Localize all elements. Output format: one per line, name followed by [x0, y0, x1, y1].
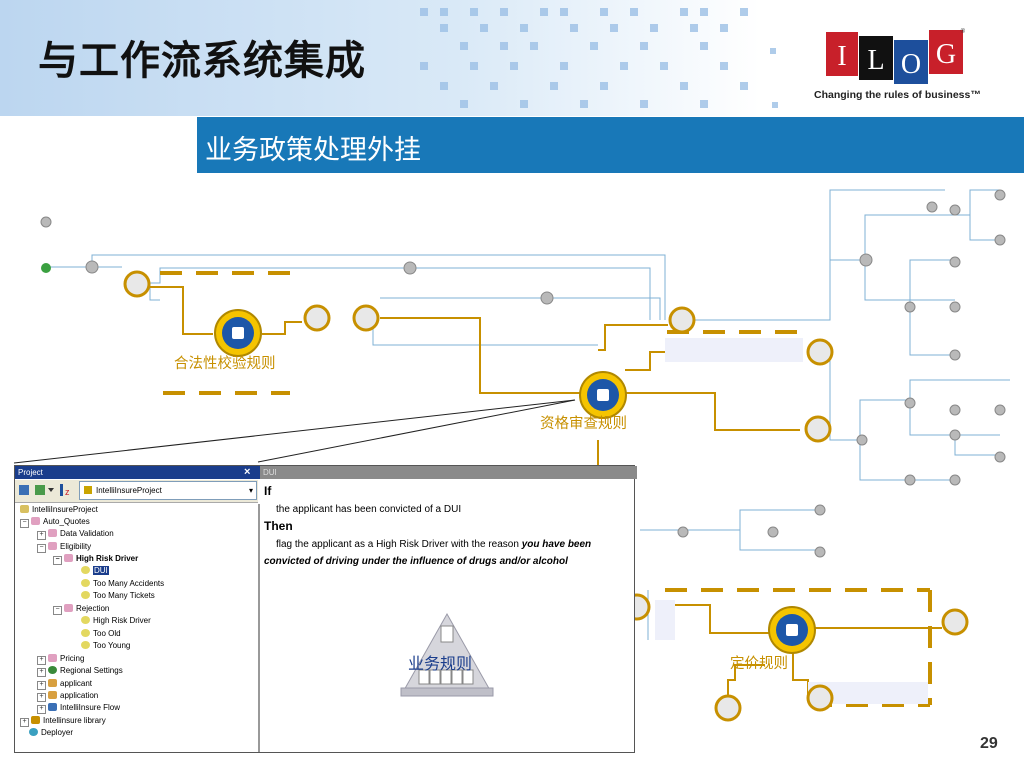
subtitle-bar — [197, 117, 1024, 173]
logo-tagline: Changing the rules of business™ — [814, 89, 981, 101]
logo-letter-g: G — [936, 39, 956, 70]
svg-text:z: z — [65, 487, 70, 497]
deployer-icon — [29, 728, 38, 736]
rule-editor-body[interactable]: If the applicant has been convicted of a… — [264, 484, 632, 570]
slide-title: 与工作流系统集成 — [38, 38, 366, 84]
validation-rules-label: 合法性校验规则 — [174, 355, 276, 372]
tree-item[interactable]: High Risk Driver — [81, 615, 151, 626]
logo-letter-o: O — [901, 49, 921, 80]
tree-item[interactable]: +Data Validation — [37, 528, 114, 540]
package-icon — [48, 529, 57, 537]
page-number: 29 — [980, 735, 998, 752]
tree-item[interactable]: Too Young — [81, 640, 130, 651]
package-icon — [48, 542, 57, 550]
rule-icon — [81, 591, 90, 599]
expand-icon: + — [20, 718, 29, 727]
tree-item[interactable]: Deployer — [29, 727, 73, 738]
header-background — [0, 0, 778, 116]
tree-item[interactable]: +Pricing — [37, 653, 84, 665]
collapse-icon: − — [53, 556, 62, 565]
slide-header — [0, 0, 1024, 116]
tree-item-selected[interactable]: DUI — [81, 565, 109, 576]
tree-item[interactable]: −Auto_Quotes — [20, 516, 90, 528]
business-rules-label: 业务规则 — [408, 654, 473, 673]
tree-item[interactable]: −Rejection — [53, 603, 109, 615]
validation-engine-icon — [214, 309, 262, 357]
ilog-logo: I L O G ® — [826, 28, 966, 84]
project-tree: IntelliInsureProject −Auto_Quotes +Data … — [15, 504, 260, 752]
registered-mark: ® — [961, 28, 966, 35]
flow-icon — [48, 703, 57, 711]
tree-item[interactable]: −High Risk Driver — [53, 553, 138, 565]
project-combo[interactable]: IntelliInsureProject ▾ — [79, 481, 257, 500]
package-icon — [64, 604, 73, 612]
business-rules-pyramid-icon — [400, 612, 494, 697]
tree-item[interactable]: +Intellinsure library — [20, 715, 106, 727]
if-keyword: If — [264, 484, 272, 498]
tree-item[interactable]: +Regional Settings — [37, 665, 123, 677]
pricing-rules-label: 定价规则 — [730, 655, 788, 672]
expand-icon: + — [37, 531, 46, 540]
then-reason: you have been convicted of driving under… — [264, 539, 592, 567]
then-keyword: Then — [264, 519, 293, 533]
project-icon — [20, 505, 29, 513]
class-icon — [48, 679, 57, 687]
collapse-icon: − — [37, 544, 46, 553]
tree-item[interactable]: −Eligibility — [37, 541, 91, 553]
tree-item[interactable]: Too Many Accidents — [81, 578, 164, 589]
expand-icon: + — [37, 693, 46, 702]
slide-subtitle: 业务政策处理外挂 — [205, 135, 421, 166]
logo-letter-i: I — [837, 41, 846, 72]
expand-icon: + — [37, 656, 46, 665]
library-icon — [31, 716, 40, 724]
rule-icon — [81, 579, 90, 587]
tree-item[interactable]: +application — [37, 690, 98, 702]
rule-icon — [81, 566, 90, 574]
collapse-icon: − — [20, 519, 29, 528]
project-combo-value: IntelliInsureProject — [96, 486, 162, 495]
project-panel-title: Project — [15, 466, 261, 479]
tree-item[interactable]: +IntelliInsure Flow — [37, 702, 120, 714]
rule-icon — [81, 616, 90, 624]
tree-item[interactable]: +applicant — [37, 678, 92, 690]
collapse-icon: − — [53, 606, 62, 615]
package-icon — [48, 654, 57, 662]
project-icon — [84, 486, 92, 494]
pricing-engine-icon — [768, 606, 816, 654]
workflow-diagram: 合法性校验规则 资格审查规则 定价规则 — [13, 189, 1010, 722]
rule-ide-window: Project × z IntelliInsureProject ▾ Intel… — [14, 465, 637, 753]
package-icon — [31, 517, 40, 525]
logo-letter-l: L — [867, 45, 884, 76]
if-condition: the applicant has been convicted of a DU… — [276, 504, 462, 515]
class-icon — [48, 691, 57, 699]
expand-icon: + — [37, 705, 46, 714]
then-action: flag the applicant as a High Risk Driver… — [264, 539, 592, 567]
toolbar-icons[interactable]: z — [18, 483, 76, 499]
package-icon — [64, 554, 73, 562]
tree-item[interactable]: Too Old — [81, 628, 121, 639]
globe-icon — [48, 666, 57, 674]
rule-editor-title: DUI — [260, 466, 637, 479]
rule-icon — [81, 641, 90, 649]
eligibility-rules-label: 资格审查规则 — [540, 415, 627, 432]
expand-icon: + — [37, 668, 46, 677]
rule-icon — [81, 629, 90, 637]
start-node — [41, 263, 51, 273]
chevron-down-icon[interactable]: ▾ — [248, 486, 253, 495]
tree-item[interactable]: IntelliInsureProject — [20, 504, 98, 515]
tree-item[interactable]: Too Many Tickets — [81, 590, 155, 601]
expand-icon: + — [37, 681, 46, 690]
close-icon[interactable]: × — [244, 466, 251, 478]
eligibility-engine-icon — [579, 371, 627, 419]
